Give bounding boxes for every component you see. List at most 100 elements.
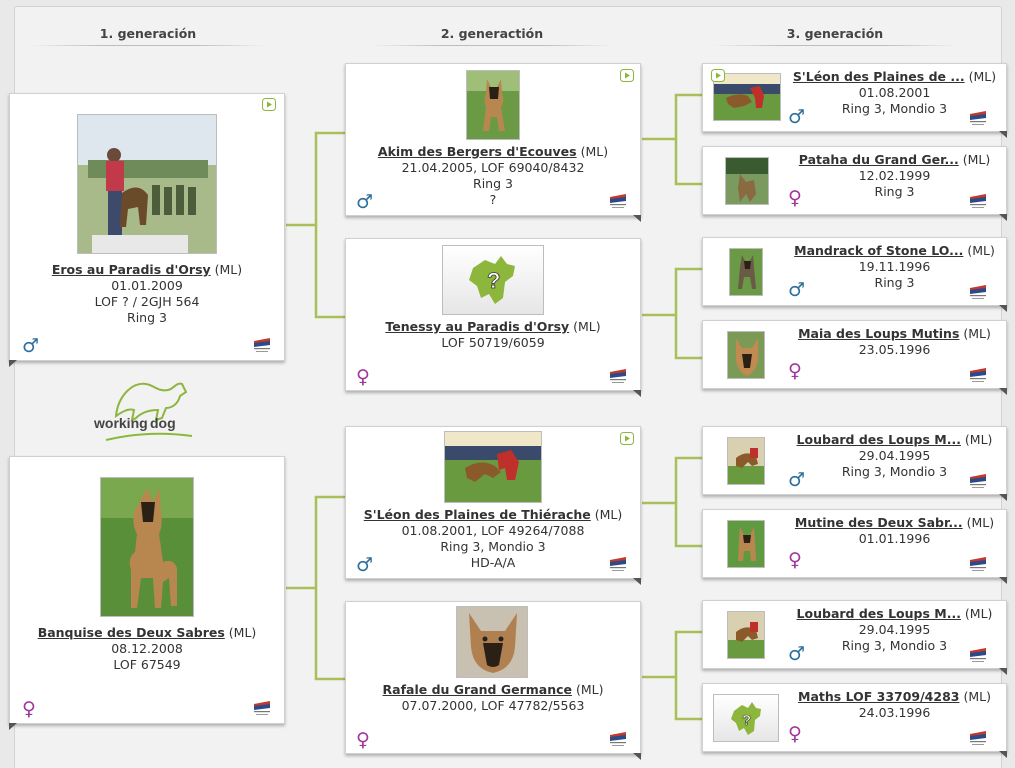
dog-photo[interactable] [713,73,781,121]
card-corner-decoration [633,390,641,397]
card-corner-decoration [999,305,1007,312]
central-canine-icon [970,557,986,571]
dog-name-link[interactable]: Akim des Bergers d'Ecouves [377,144,577,159]
dog-name-link[interactable]: Mandrack of Stone LO... [794,243,964,258]
birth-and-registration: 01.08.2001, LOF 49264/7088 [401,523,585,538]
male-icon: ♂ [788,279,806,301]
birth-date: 23.05.1996 [858,342,931,357]
dog-photo[interactable] [466,70,520,140]
dog-name-link[interactable]: S'Léon des Plaines de Thiérache [363,507,591,522]
dog-name-link[interactable]: Loubard des Loups M... [796,606,961,621]
female-icon: ♀ [356,366,370,388]
logo-text-dog: dog [150,415,176,431]
dog-photo[interactable] [725,157,769,205]
dog-photo[interactable] [727,520,765,568]
registry-code: (ML) [590,507,623,522]
card-corner-decoration [633,215,641,222]
titles: Ring 3, Mondio 3 [841,101,948,116]
dog-card-gen2-3[interactable]: S'Léon des Plaines de Thiérache (ML) 01.… [345,426,641,585]
dog-name-link[interactable]: S'Léon des Plaines de ... [792,69,965,84]
dog-photo[interactable] [729,248,763,296]
card-corner-decoration [999,751,1007,758]
dog-card-gen3-8[interactable]: ? Maths LOF 33709/4283 (ML) 24.03.1996 ♀ [702,683,1007,758]
female-icon: ♀ [22,698,36,720]
female-icon: ♀ [356,729,370,751]
placeholder-photo[interactable]: ? [713,694,779,742]
dog-name-link[interactable]: Tenessy au Paradis d'Orsy [385,319,570,334]
birth-date: 01.08.2001 [858,85,931,100]
dog-card-gen1-sire[interactable]: Eros au Paradis d'Orsy (ML) 01.01.2009 L… [9,93,285,367]
female-icon: ♀ [788,723,802,745]
svg-text:?: ? [487,268,500,293]
dog-card-gen3-2[interactable]: Pataha du Grand Ger... (ML) 12.02.1999 R… [702,146,1007,221]
working-dog-logo: working dog [93,382,193,441]
svg-text:?: ? [742,712,751,729]
placeholder-photo[interactable]: ? [442,245,544,315]
registry-code: (ML) [964,69,997,84]
registry-code: (ML) [962,515,995,530]
registration-number: LOF 67549 [113,657,181,672]
dog-photo[interactable] [456,606,528,678]
dog-card-gen2-2[interactable]: ? Tenessy au Paradis d'Orsy (ML) LOF 507… [345,238,641,397]
central-canine-icon [610,194,626,208]
dog-name-link[interactable]: Maths LOF 33709/4283 [798,689,960,704]
dog-photo[interactable] [727,611,765,659]
birth-and-registration: 21.04.2005, LOF 69040/8432 [401,160,585,175]
video-play-icon[interactable] [262,98,276,111]
male-icon: ♂ [356,554,374,576]
dog-photo[interactable] [727,331,765,379]
registry-code: (ML) [210,262,243,277]
dog-card-gen3-7[interactable]: Loubard des Loups M... (ML) 29.04.1995 R… [702,600,1007,675]
birth-date: 01.01.1996 [858,531,931,546]
health-info: HD-A/A [470,555,516,570]
registry-code: (ML) [960,606,993,621]
dog-photo[interactable] [727,437,765,485]
video-play-icon[interactable] [620,69,634,82]
titles: Ring 3 [127,310,167,325]
birth-and-registration: 07.07.2000, LOF 47782/5563 [401,698,585,713]
dog-name-link[interactable]: Banquise des Deux Sabres [37,625,225,640]
dog-photo[interactable] [77,114,217,254]
female-icon: ♀ [788,187,802,209]
male-icon: ♂ [788,643,806,665]
birth-date: 29.04.1995 [858,622,931,637]
card-corner-decoration [999,214,1007,221]
birth-date: 24.03.1996 [858,705,931,720]
registry-code: (ML) [224,625,257,640]
registry-code: (ML) [959,689,991,704]
video-play-icon[interactable] [711,69,725,82]
registry-code: (ML) [576,144,609,159]
dog-card-gen2-4[interactable]: Rafale du Grand Germance (ML) 07.07.2000… [345,601,641,760]
health-info: ? [489,192,497,207]
dog-card-gen1-dam[interactable]: Banquise des Deux Sabres (ML) 08.12.2008… [9,456,285,730]
card-corner-decoration [999,388,1007,395]
registration-number: LOF 50719/6059 [441,335,545,350]
registry-code: (ML) [958,152,991,167]
card-corner-decoration [999,494,1007,501]
birth-date: 19.11.1996 [858,259,931,274]
dog-card-gen3-5[interactable]: Loubard des Loups M... (ML) 29.04.1995 R… [702,426,1007,501]
dog-name-link[interactable]: Eros au Paradis d'Orsy [51,262,211,277]
card-corner-decoration [9,723,17,730]
male-icon: ♂ [356,191,374,213]
dog-card-gen3-1[interactable]: S'Léon des Plaines de ... (ML) 01.08.200… [702,63,1007,138]
central-canine-icon [610,732,626,746]
central-canine-icon [970,111,986,125]
dog-name-link[interactable]: Mutine des Deux Sabr... [794,515,963,530]
dog-name-link[interactable]: Loubard des Loups M... [796,432,961,447]
dog-card-gen3-6[interactable]: Mutine des Deux Sabr... (ML) 01.01.1996 … [702,509,1007,584]
dog-card-gen3-3[interactable]: Mandrack of Stone LO... (ML) 19.11.1996 … [702,237,1007,312]
dog-name-link[interactable]: Rafale du Grand Germance [382,682,572,697]
dog-card-gen3-4[interactable]: Maia des Loups Mutins (ML) 23.05.1996 ♀ [702,320,1007,395]
dog-name-link[interactable]: Maia des Loups Mutins [798,326,960,341]
titles: Ring 3, Mondio 3 [440,539,546,554]
dog-photo[interactable] [100,477,194,617]
video-play-icon[interactable] [620,432,634,445]
registration-number: LOF ? / 2GJH 564 [94,294,200,309]
dog-card-gen2-1[interactable]: Akim des Bergers d'Ecouves (ML) 21.04.20… [345,63,641,222]
dog-name-link[interactable]: Pataha du Grand Ger... [798,152,959,167]
dog-photo[interactable] [444,431,542,503]
central-canine-icon [970,368,986,382]
central-canine-icon [970,474,986,488]
titles: Ring 3 [473,176,513,191]
